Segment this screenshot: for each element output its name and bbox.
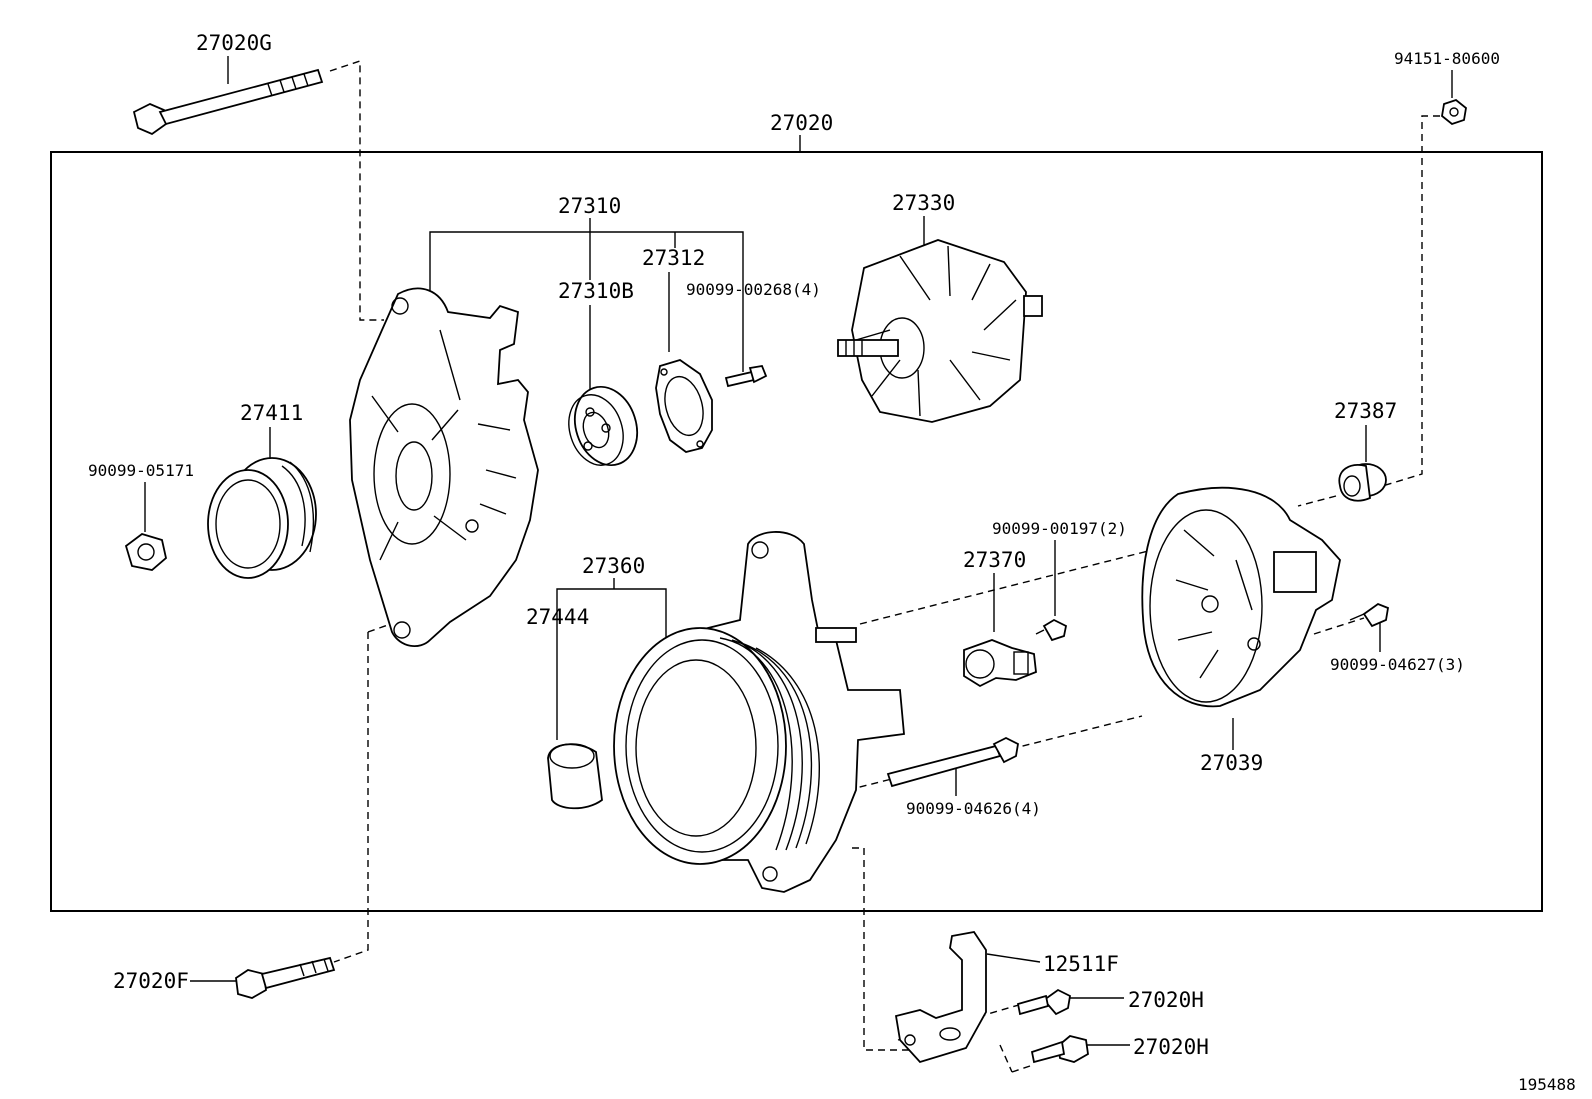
label-27020G: 27020G bbox=[196, 31, 272, 55]
collar-27444 bbox=[547, 743, 603, 810]
drive-end-frame-27310 bbox=[349, 287, 539, 647]
label-27312: 27312 bbox=[642, 246, 705, 270]
label-27020F: 27020F bbox=[113, 969, 189, 993]
label-27387: 27387 bbox=[1334, 399, 1397, 423]
label-27020H-upper: 27020H bbox=[1128, 988, 1204, 1012]
cover-27387 bbox=[1338, 463, 1387, 502]
figure-number: 195488 bbox=[1518, 1075, 1576, 1094]
label-90099-00197: 90099-00197(2) bbox=[992, 519, 1127, 538]
label-27020H-lower: 27020H bbox=[1133, 1035, 1209, 1059]
bracket-12511F bbox=[894, 931, 987, 1064]
label-27039: 27039 bbox=[1200, 751, 1263, 775]
pulley-27411 bbox=[207, 457, 317, 579]
label-27310B: 27310B bbox=[558, 279, 634, 303]
label-27310: 27310 bbox=[558, 194, 621, 218]
retainer-plate-27312 bbox=[655, 359, 713, 453]
bolt-27020H-lower bbox=[1030, 1035, 1089, 1064]
label-27370: 27370 bbox=[963, 548, 1026, 572]
rectifier-end-frame-27039 bbox=[1141, 486, 1341, 708]
label-90099-00268: 90099-00268(4) bbox=[686, 280, 821, 299]
label-27411: 27411 bbox=[240, 401, 303, 425]
bolt-27020H-upper bbox=[1016, 988, 1071, 1016]
bolt-27020F bbox=[235, 956, 336, 999]
nut-90099-05171 bbox=[124, 533, 167, 571]
stator-housing-27360 bbox=[613, 531, 905, 893]
bolt-27020G bbox=[132, 68, 324, 136]
label-27360: 27360 bbox=[582, 554, 645, 578]
screw-90099-04627 bbox=[1349, 602, 1390, 628]
brush-holder-27370 bbox=[963, 639, 1037, 688]
leader-lines bbox=[144, 56, 1453, 1046]
bearing-27310B bbox=[568, 385, 638, 467]
assembly-frame bbox=[50, 151, 1543, 912]
label-94151-80600: 94151-80600 bbox=[1394, 49, 1500, 68]
screw-90099-00197 bbox=[1035, 618, 1068, 642]
screw-90099-00268 bbox=[724, 364, 768, 388]
label-12511F: 12511F bbox=[1043, 952, 1119, 976]
label-27330: 27330 bbox=[892, 191, 955, 215]
rotor-27330 bbox=[837, 239, 1043, 423]
label-90099-05171: 90099-05171 bbox=[88, 461, 194, 480]
label-90099-04626: 90099-04626(4) bbox=[906, 799, 1041, 818]
nut-94151-80600 bbox=[1441, 98, 1467, 126]
bolt-90099-04626 bbox=[886, 736, 1019, 788]
label-27020: 27020 bbox=[770, 111, 833, 135]
label-90099-04627: 90099-04627(3) bbox=[1330, 655, 1465, 674]
